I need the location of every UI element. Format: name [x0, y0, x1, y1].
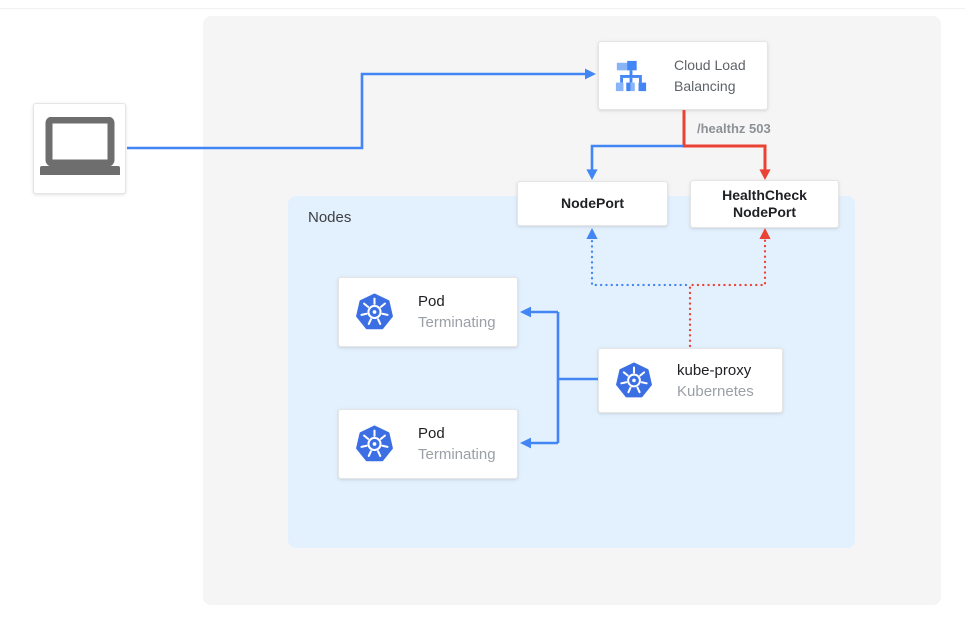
client-device-card — [33, 103, 126, 194]
cloud-load-balancing-icon — [614, 57, 648, 95]
nodeport-card: NodePort — [517, 181, 668, 226]
kube-proxy-label-block: kube-proxy Kubernetes — [677, 360, 754, 402]
cloud-load-balancing-label: Cloud Load Balancing — [674, 56, 746, 94]
kubernetes-icon — [355, 425, 394, 464]
pod-status: Terminating — [418, 314, 496, 331]
healthz-status-label: /healthz 503 — [697, 121, 771, 136]
pod-title: Pod — [418, 293, 445, 310]
pod-status: Terminating — [418, 446, 496, 463]
nodes-label: Nodes — [308, 209, 352, 226]
nodeport-label: NodePort — [561, 195, 624, 211]
pod-title: Pod — [418, 425, 445, 442]
kube-proxy-title: kube-proxy — [677, 361, 752, 379]
healthcheck-nodeport-label-line1: HealthCheck — [722, 187, 807, 203]
top-divider — [0, 8, 965, 9]
kube-proxy-card: kube-proxy Kubernetes — [598, 348, 783, 413]
healthcheck-nodeport-label-line2: NodePort — [733, 204, 796, 220]
pod-card-1: Pod Terminating — [338, 277, 518, 347]
healthcheck-nodeport-card: HealthCheck NodePort — [690, 180, 839, 228]
kube-proxy-subtitle: Kubernetes — [677, 382, 754, 400]
kubernetes-icon — [615, 362, 653, 400]
pod-label-block: Pod Terminating — [418, 423, 496, 465]
cloud-load-balancing-card: Cloud Load Balancing — [598, 41, 768, 110]
kubernetes-icon — [355, 293, 394, 332]
laptop-icon — [39, 116, 120, 180]
pod-card-2: Pod Terminating — [338, 409, 518, 479]
pod-label-block: Pod Terminating — [418, 291, 496, 333]
